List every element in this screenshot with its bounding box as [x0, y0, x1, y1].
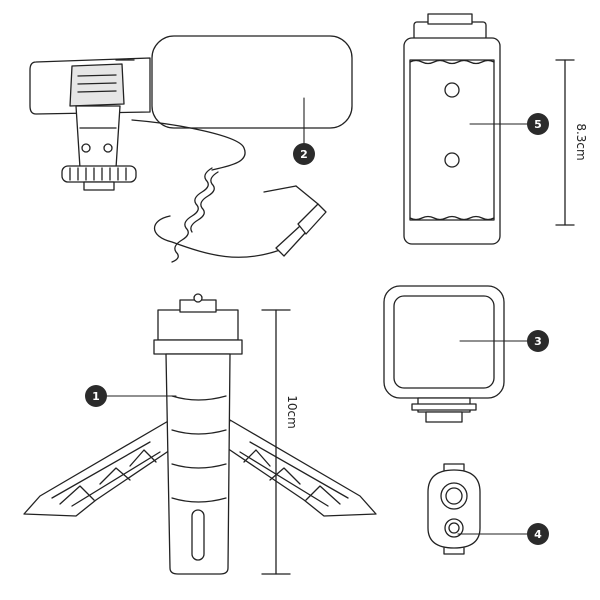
remote-button-large: [440, 482, 468, 510]
callout-label-microphone: 2: [300, 148, 308, 161]
callout-label-led-light: 3: [534, 335, 542, 348]
callout-label-remote: 4: [534, 528, 542, 541]
callout-badge-microphone: 2: [293, 143, 315, 165]
tripod: [23, 293, 377, 575]
mic-audio-plug: [275, 225, 307, 257]
led-panel: [393, 295, 495, 389]
tripod-left-leg: [23, 419, 177, 517]
clamp-screw-top: [444, 82, 460, 98]
tripod-head: [157, 309, 239, 341]
clamp-grip-pad: [409, 59, 495, 221]
mic-cable: [131, 119, 246, 171]
clamp-height-label: 8.3cm: [574, 123, 588, 160]
mic-shoe-mount: [75, 105, 121, 169]
callout-label-phone-clamp: 5: [534, 118, 542, 131]
mic-coiled-cable: [171, 167, 219, 263]
phone-clamp: [403, 13, 575, 245]
clamp-screw-bottom: [444, 152, 460, 168]
callout-badge-led-light: 3: [527, 330, 549, 352]
callout-badge-remote: 4: [527, 523, 549, 545]
mic-windscreen: [151, 35, 353, 129]
callout-badge-tripod: 1: [85, 385, 107, 407]
remote-button-small: [444, 518, 464, 538]
tripod-handle: [165, 353, 231, 575]
leader-lines: [103, 97, 529, 535]
clamp-top-mount: [413, 21, 487, 41]
led-light: [383, 285, 505, 423]
callout-label-tripod: 1: [92, 390, 100, 403]
microphone: [29, 35, 353, 263]
remote: [427, 463, 481, 555]
tripod-right-leg: [223, 419, 377, 517]
mic-grip-panel: [69, 63, 125, 107]
tripod-height-label: 10cm: [285, 395, 299, 429]
mic-knurled-ring: [61, 165, 137, 183]
callout-badge-phone-clamp: 5: [527, 113, 549, 135]
